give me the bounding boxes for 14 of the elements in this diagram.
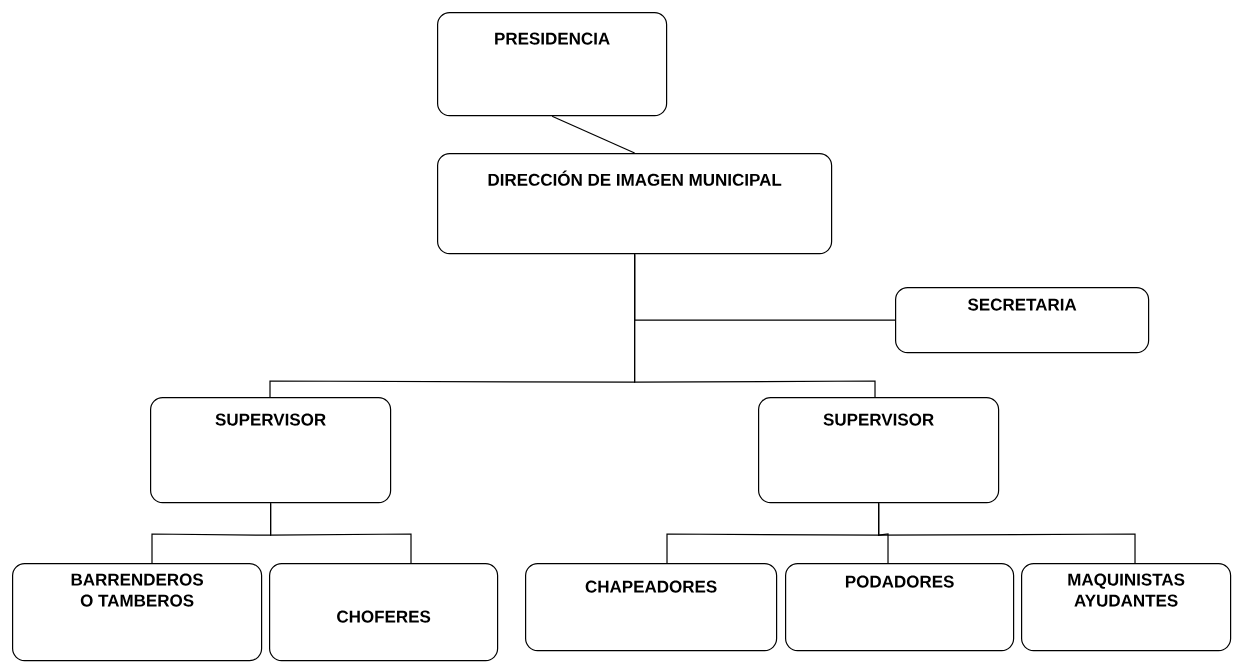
connector-line bbox=[634, 253, 876, 398]
connector-line bbox=[551, 115, 636, 154]
org-box: MAQUINISTAS AYUDANTES bbox=[1021, 563, 1232, 652]
org-box: SECRETARIA bbox=[895, 287, 1150, 354]
org-box: CHAPEADORES bbox=[525, 563, 778, 652]
org-box: PRESIDENCIA bbox=[437, 12, 668, 117]
org-box: PODADORES bbox=[785, 563, 1015, 652]
connector-line bbox=[878, 502, 1136, 564]
connector-line bbox=[270, 502, 412, 564]
org-box: BARRENDEROS O TAMBEROS bbox=[12, 563, 263, 662]
org-box: SUPERVISOR bbox=[150, 397, 392, 504]
org-box: CHOFERES bbox=[269, 563, 499, 662]
org-box: DIRECCIÓN DE IMAGEN MUNICIPAL bbox=[437, 153, 833, 255]
org-box: SUPERVISOR bbox=[758, 397, 1000, 504]
